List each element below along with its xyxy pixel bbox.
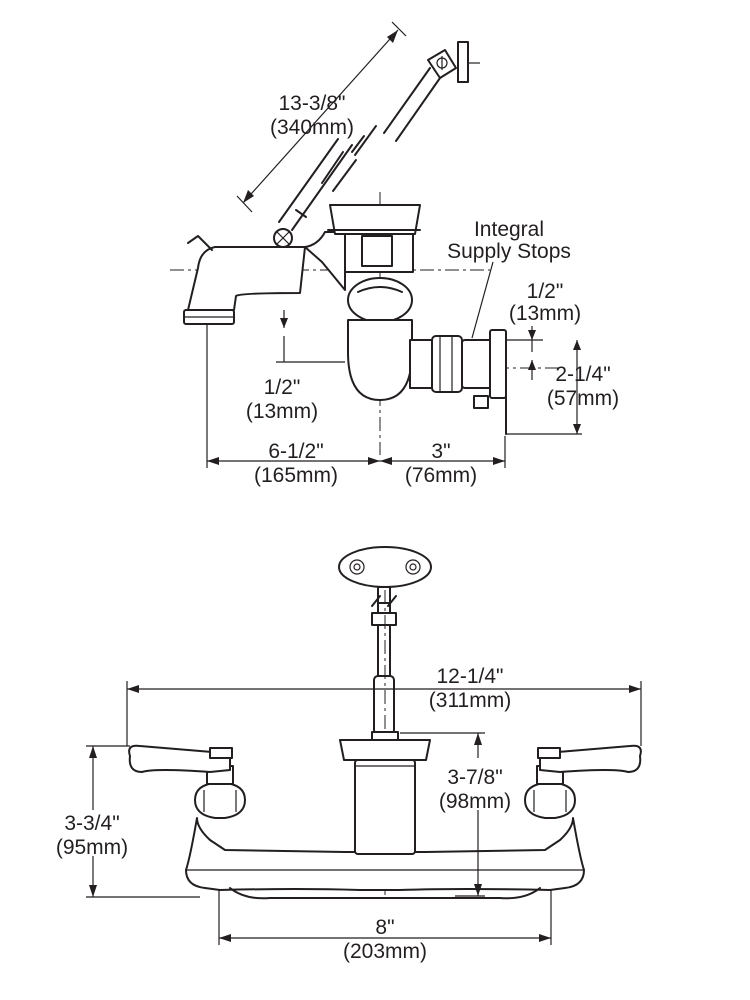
callout-leader [471,261,494,339]
front-view: 12-1/4" (311mm) 3-7/8" (98mm) 3-3/4" (95… [56,546,642,963]
handle-height-imperial: 3-3/4" [64,812,119,835]
overall-width-imperial: 12-1/4" [437,665,504,688]
callout-supply-stops: Supply Stops [447,240,571,263]
valve-height-imperial: 3-7/8" [447,766,502,789]
spout-drop-dimension [276,310,345,363]
right-handle [524,744,642,819]
hose-length-imperial: 13-3/8" [279,92,346,115]
wall-offset-imperial: 3" [431,440,450,463]
supply-stop [431,335,463,393]
centers-metric: (203mm) [343,940,427,963]
inlet-height-metric: (57mm) [547,387,619,410]
valve-height-metric: (98mm) [439,790,511,813]
centers-dimension [218,890,552,945]
spout-drop-imperial: 1/2" [264,376,301,399]
hose-length-dimension [236,21,407,213]
handle-height-metric: (95mm) [56,836,128,859]
bottom-dimensions [206,324,506,468]
inlet-height-imperial: 2-1/4" [555,363,610,386]
side-handle [329,204,421,235]
left-handle [128,744,246,819]
side-view: 13-3/8" (340mm) Integral Supply Stops 1/… [170,21,619,487]
center-cap [339,739,431,761]
overall-width-dimension [126,681,642,746]
wall-offset-metric: (76mm) [405,464,477,487]
left-lever [128,744,231,773]
flange-imperial: 1/2" [527,280,564,303]
wall-bracket-plate [338,546,432,588]
spout [183,235,306,325]
valve-body [304,204,507,435]
spout-reach-imperial: 6-1/2" [268,440,323,463]
right-lever [539,744,642,773]
spout-reach-metric: (165mm) [254,464,338,487]
inlet-flange [489,329,507,399]
centers-imperial: 8" [375,916,394,939]
center-valve [339,731,431,855]
overall-width-metric: (311mm) [429,689,511,712]
hose-riser [371,586,397,735]
valve-height-dimension [400,732,485,897]
callout-integral: Integral [474,218,544,241]
hose-assembly [273,41,480,248]
flange-dimension [505,326,543,380]
inlet-height-dimension [506,340,582,435]
flange-metric: (13mm) [509,302,581,325]
handle-height-dimension [86,745,200,898]
spout-drop-metric: (13mm) [246,400,318,423]
wall-bracket [457,41,469,83]
hose-length-metric: (340mm) [270,116,354,139]
